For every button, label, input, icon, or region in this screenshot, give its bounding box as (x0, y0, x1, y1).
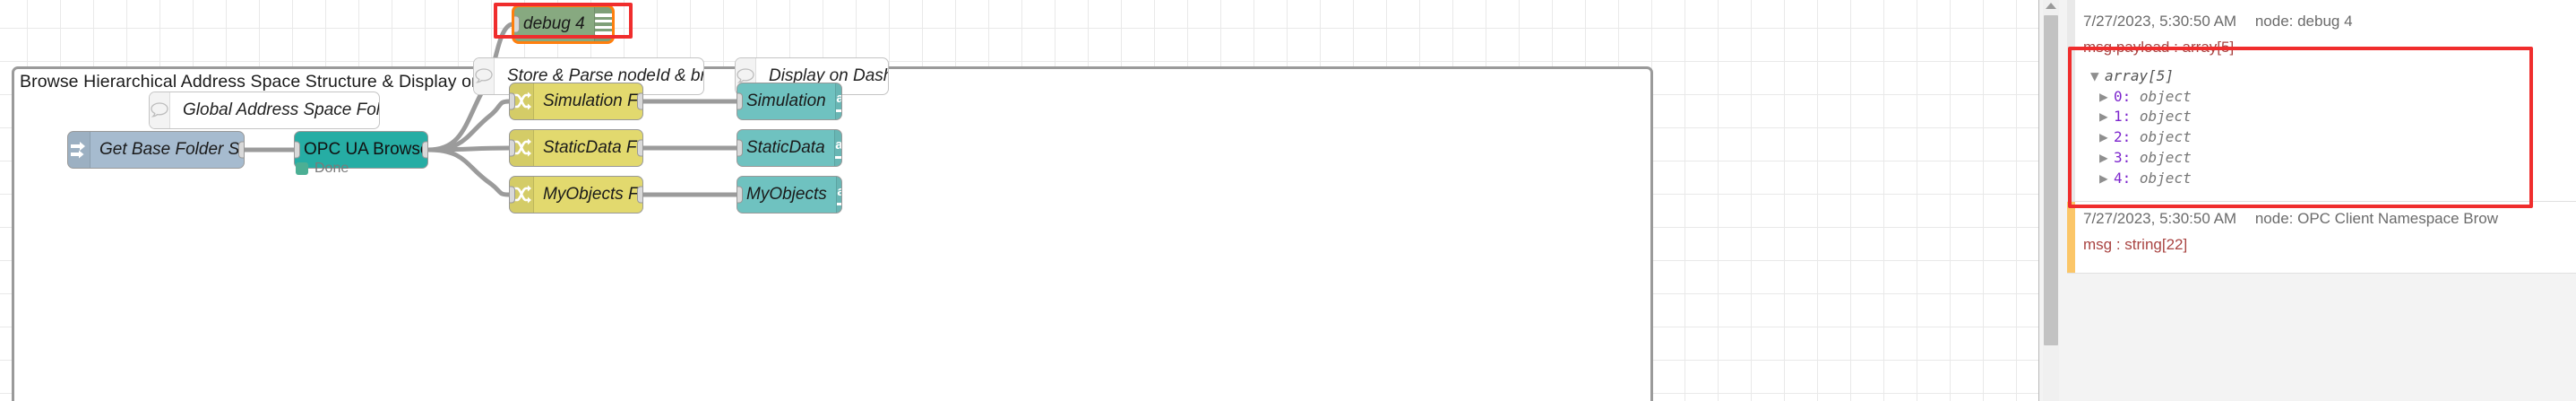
node-ui-text-simulation[interactable]: Simulation abc (737, 83, 842, 120)
scrollbar-thumb[interactable] (2044, 15, 2058, 345)
debug-message-header: 7/27/2023, 5:30:50 AM node: OPC Client N… (2083, 210, 2567, 228)
node-switch-myobjects-label: MyObjects Folder (543, 185, 642, 204)
node-switch-staticdata-folder[interactable]: StaticData Folder (509, 129, 643, 167)
debug-tree-item[interactable]: ▶ 2: object (2083, 127, 2567, 148)
debug-lines-icon (593, 7, 612, 41)
debug-item-type: object (2139, 148, 2192, 166)
twisty-collapsed-icon[interactable]: ▶ (2099, 108, 2108, 126)
node-inject-label: Get Base Folder Structure ¹ (99, 140, 245, 159)
twisty-collapsed-icon[interactable]: ▶ (2099, 169, 2108, 187)
staticdata-folder-output-port[interactable] (637, 139, 642, 157)
debug-timestamp: 7/27/2023, 5:30:50 AM (2083, 210, 2237, 228)
debug-item-index: 1: (2114, 108, 2132, 126)
debug-tree-item[interactable]: ▶ 1: object (2083, 107, 2567, 127)
debug-message-bar (2067, 0, 2075, 202)
inject-arrow-icon (68, 132, 90, 168)
debug-item-type: object (2139, 128, 2192, 146)
node-ui-staticdata-label: StaticData (746, 138, 825, 157)
debug-lines-glyph (594, 13, 612, 35)
debug-item-index: 4: (2114, 169, 2132, 187)
twisty-collapsed-icon[interactable]: ▶ (2099, 87, 2108, 105)
debug-input-port[interactable] (514, 15, 520, 33)
debug-tree-item[interactable]: ▶ 4: object (2083, 169, 2567, 189)
inject-output-port[interactable] (238, 141, 244, 159)
debug-item-index: 2: (2114, 128, 2132, 146)
twisty-expanded-icon[interactable]: ▼ (2090, 67, 2099, 84)
debug-tree-root[interactable]: ▼ array[5] (2083, 66, 2567, 87)
node-switch-staticdata-label: StaticData Folder (543, 138, 642, 157)
simulation-folder-output-port[interactable] (637, 92, 642, 110)
node-ui-simulation-label: Simulation (746, 92, 826, 110)
simulation-folder-input-port[interactable] (510, 92, 515, 110)
twisty-collapsed-icon[interactable]: ▶ (2099, 148, 2108, 166)
node-comment-global-label: Global Address Space Folder Browse (183, 100, 380, 119)
abc-text-icon: abc (835, 177, 841, 213)
node-opcua-label: OPC UA Browser (304, 140, 428, 159)
opcua-input-port[interactable] (295, 141, 300, 159)
debug-timestamp: 7/27/2023, 5:30:50 AM (2083, 13, 2237, 30)
abc-text-icon: abc (833, 130, 841, 166)
node-opcua-status-label: Done (314, 161, 349, 176)
debug-item-type: object (2139, 169, 2192, 187)
abc-text-icon: abc (834, 83, 841, 119)
debug-sidebar: 7/27/2023, 5:30:50 AM node: debug 4 msg.… (2038, 0, 2576, 401)
node-ui-myobjects-label: MyObjects (746, 185, 827, 204)
debug-scrollbar[interactable] (2043, 0, 2059, 401)
comment-bubble-icon (150, 92, 170, 128)
node-debug-4[interactable]: debug 4 (513, 5, 614, 43)
debug-node-ref: node: debug 4 (2254, 13, 2353, 30)
debug-item-type: object (2139, 87, 2192, 105)
debug-msg-property: msg.payload : array[5] (2083, 39, 2235, 56)
debug-node-ref: node: OPC Client Namespace Brow (2254, 210, 2499, 228)
comment-bubble-icon (474, 58, 495, 94)
debug-message-bar (2067, 202, 2075, 274)
node-debug-label: debug 4 (523, 14, 585, 33)
myobjects-folder-output-port[interactable] (637, 186, 642, 204)
flow-canvas[interactable]: Browse Hierarchical Address Space Struct… (0, 0, 2038, 401)
opcua-output-port[interactable] (422, 141, 427, 159)
node-switch-simulation-label: Simulation Folder (543, 92, 642, 110)
node-switch-myobjects-folder[interactable]: MyObjects Folder (509, 176, 643, 214)
debug-message-header: 7/27/2023, 5:30:50 AM node: debug 4 (2083, 13, 2567, 31)
node-comment-display-label: Display on Dashboard (769, 66, 889, 85)
twisty-collapsed-icon[interactable]: ▶ (2099, 128, 2108, 146)
debug-item-index: 0: (2114, 87, 2132, 105)
node-comment-store-label: Store & Parse nodeId & browseName (507, 66, 703, 85)
status-dot-icon (296, 162, 308, 175)
debug-message-item[interactable]: 7/27/2023, 5:30:50 AM node: debug 4 msg.… (2067, 0, 2576, 203)
debug-msg-property: msg : string[22] (2083, 236, 2188, 254)
ui-staticdata-input-port[interactable] (737, 139, 743, 157)
ui-simulation-input-port[interactable] (737, 92, 743, 110)
node-opc-ua-browser[interactable]: OPC UA Browser OPC UA (294, 131, 428, 169)
debug-message-item[interactable]: 7/27/2023, 5:30:50 AM node: OPC Client N… (2067, 202, 2576, 275)
debug-item-type: object (2139, 108, 2192, 126)
node-switch-simulation-folder[interactable]: Simulation Folder (509, 83, 643, 120)
ui-myobjects-input-port[interactable] (737, 186, 743, 204)
node-comment-global-address-space[interactable]: Global Address Space Folder Browse (149, 92, 380, 129)
debug-enable-toggle-button[interactable] (612, 8, 614, 40)
node-ui-text-myobjects[interactable]: MyObjects abc (737, 176, 842, 214)
staticdata-folder-input-port[interactable] (510, 139, 515, 157)
inject-trigger-button[interactable] (67, 134, 68, 166)
node-ui-text-staticdata[interactable]: StaticData abc (737, 129, 842, 167)
node-inject-get-base-folder-structure[interactable]: Get Base Folder Structure ¹ (67, 131, 245, 169)
scroll-up-arrow-icon[interactable] (2046, 3, 2056, 9)
debug-tree-item[interactable]: ▶ 3: object (2083, 148, 2567, 169)
debug-tree-root-label: array[5] (2105, 67, 2175, 84)
myobjects-folder-input-port[interactable] (510, 186, 515, 204)
debug-message-list: 7/27/2023, 5:30:50 AM node: debug 4 msg.… (2067, 0, 2576, 401)
debug-tree-item[interactable]: ▶ 0: object (2083, 87, 2567, 108)
debug-item-index: 3: (2114, 148, 2132, 166)
node-opcua-status: Done (296, 161, 349, 177)
